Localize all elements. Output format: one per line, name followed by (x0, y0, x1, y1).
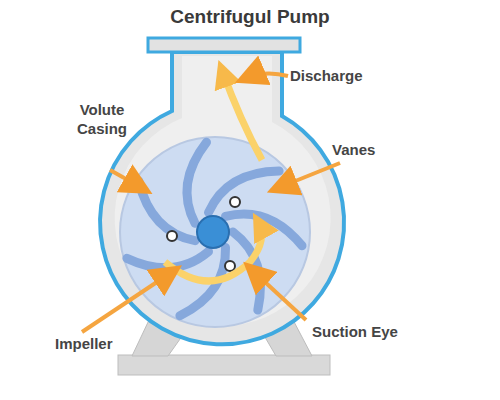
leader-arrow (246, 73, 288, 78)
impeller-vane (209, 171, 280, 213)
part-label: Impeller (55, 334, 113, 353)
base-plate (118, 355, 330, 375)
leader-arrow (252, 270, 306, 320)
part-label: Volute Casing (70, 100, 134, 138)
part-label: Vanes (332, 140, 375, 159)
bolt-hole (167, 231, 177, 241)
part-label: Suction Eye (312, 322, 398, 341)
impeller-hub (197, 216, 229, 248)
leader-arrow (82, 272, 172, 332)
part-label: Discharge (290, 66, 363, 85)
diagram-title: Centrifugul Pump (0, 7, 500, 26)
impeller-disc (120, 137, 310, 327)
flow-arrow (222, 70, 262, 160)
leader-arrow (278, 163, 340, 188)
volute-inner (115, 56, 331, 326)
flow-arrow (165, 222, 262, 281)
volute-casing (100, 52, 344, 344)
impeller-vane (187, 142, 207, 223)
bolt-hole (225, 261, 235, 271)
bolt-hole (230, 197, 240, 207)
leader-arrow (110, 170, 142, 188)
discharge-flange (148, 38, 300, 52)
